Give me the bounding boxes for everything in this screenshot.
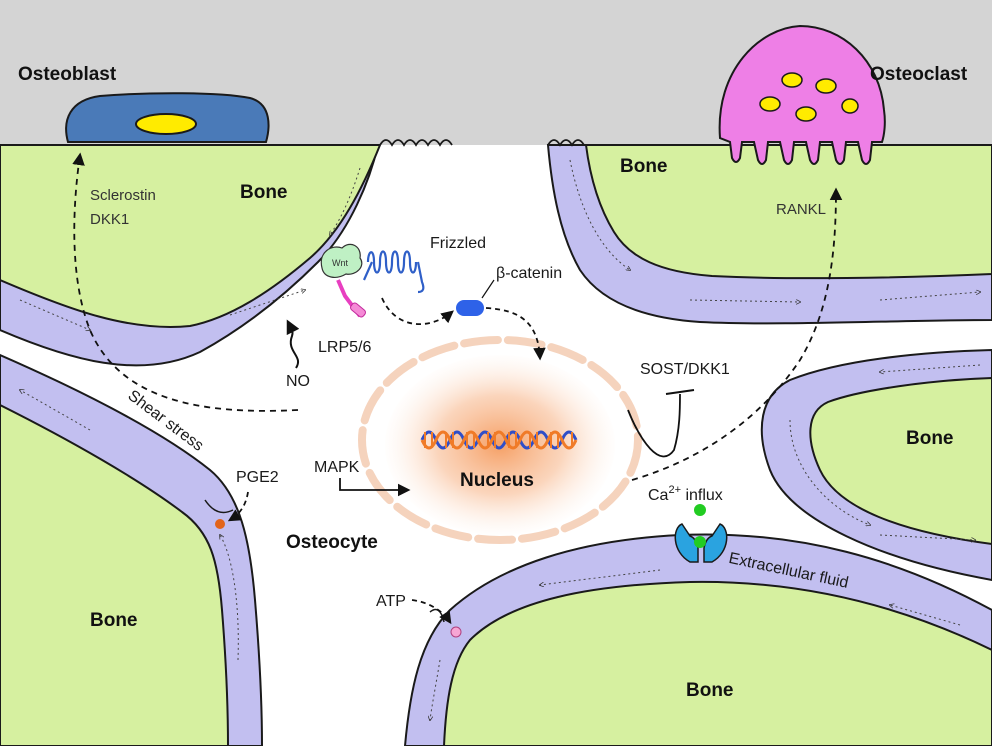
sost-inhibition-bar [665, 389, 695, 395]
atp-label: ATP [376, 593, 406, 610]
pge2-label: PGE2 [236, 469, 279, 486]
bone-label-right: Bone [906, 428, 954, 449]
rankl-label: RANKL [776, 201, 826, 218]
wnt-label: Wnt [332, 258, 349, 268]
osteocyte-label: Osteocyte [286, 532, 378, 553]
calcium-channel [674, 504, 728, 563]
bone-top-left [0, 144, 382, 328]
nucleus-label: Nucleus [460, 470, 534, 491]
nucleus-envelope [358, 336, 642, 544]
sclerostin-label: Sclerostin [90, 187, 156, 204]
catenin-to-nucleus-arrow [485, 307, 546, 361]
sost-inhibition-curve [627, 393, 681, 458]
nucleus-glow [385, 355, 615, 535]
bone-label-top-right: Bone [620, 156, 668, 177]
pge2-arrow [227, 491, 249, 522]
bone-label-bottom-left: Bone [90, 610, 138, 631]
dna-helix [420, 430, 578, 450]
frizzled-label: Frizzled [430, 235, 486, 252]
atp-arrow [411, 599, 452, 625]
bone-bottom-left [0, 403, 230, 746]
lrp-receptor-end [350, 302, 366, 318]
beta-catenin-label: β-catenin [496, 265, 562, 282]
osteoclast-nuclei [759, 72, 859, 122]
frizzled-receptor [362, 250, 425, 294]
mapk-label: MAPK [314, 459, 360, 476]
osteoclast-cell [718, 24, 886, 165]
membrane-bumps-left [379, 139, 453, 147]
no-arrow [286, 319, 300, 369]
no-label: NO [286, 373, 310, 390]
pge2-molecule [215, 519, 225, 529]
osteoblast-nucleus [135, 113, 197, 135]
wnt-to-catenin-arrow [381, 297, 454, 325]
bone-label-bottom-right: Bone [686, 680, 734, 701]
ca-influx-label: Ca2+ influx [648, 484, 723, 504]
atp-molecule [450, 626, 462, 638]
bone-top-right [584, 144, 992, 280]
beta-catenin-label-line [481, 279, 495, 299]
canal-flow-arrows [20, 159, 980, 720]
lrp-label: LRP5/6 [318, 339, 371, 356]
mapk-arrow [339, 478, 411, 497]
sclerostin-arrow [72, 152, 299, 412]
wnt-ligand [320, 243, 363, 278]
osteoblast-label: Osteoblast [18, 64, 117, 85]
osteoclast-label: Osteoclast [870, 64, 968, 85]
bone-bottom-right [442, 580, 992, 746]
bone-right-middle [809, 376, 992, 546]
dkk1-label: DKK1 [90, 211, 129, 228]
membrane-bumps-right [547, 139, 585, 147]
rankl-arrow [631, 187, 843, 481]
sost-dkk1-label: SOST/DKK1 [640, 361, 730, 378]
bone-label-top-left: Bone [240, 182, 288, 203]
beta-catenin-molecule [456, 300, 484, 316]
